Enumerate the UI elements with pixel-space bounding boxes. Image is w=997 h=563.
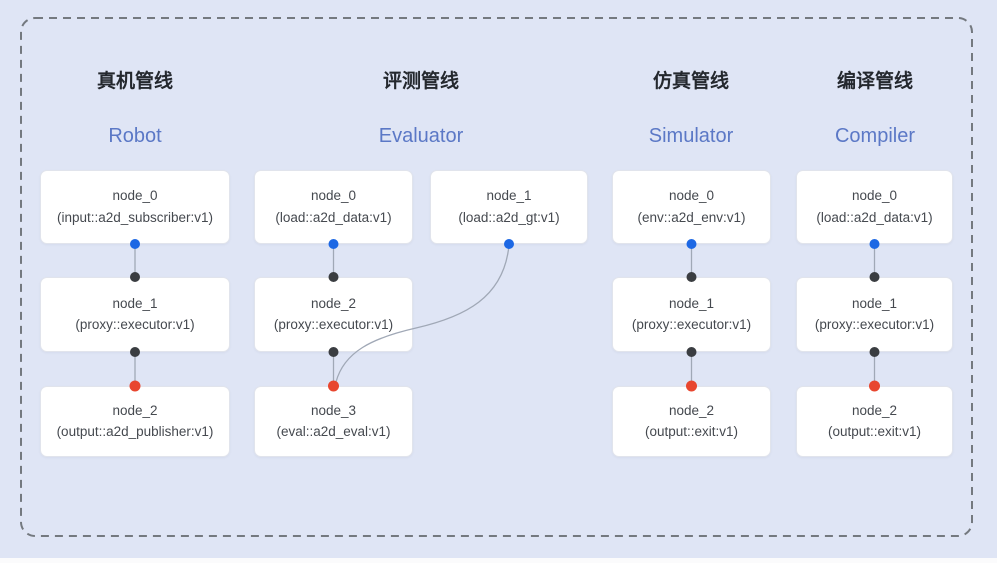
pipeline-title-simulator-en: Simulator: [648, 125, 734, 147]
node-type: (input::a2d_subscriber:v1): [56, 209, 214, 225]
node-type: (load::a2d_data:v1): [275, 209, 392, 225]
node-robot-node2: node_2 (output::a2d_publisher:v1): [40, 386, 230, 457]
pipeline-title-compiler-en: Compiler: [834, 125, 916, 147]
node-label: node_2: [668, 402, 715, 418]
node-label: node_2: [310, 295, 357, 311]
node-label: node_0: [112, 188, 158, 204]
node-type: (proxy::executor:v1): [273, 317, 394, 332]
pipeline-title-evaluator-en: Evaluator: [378, 125, 464, 147]
node-compiler-node0: node_0 (load::a2d_data:v1): [796, 170, 953, 244]
node-type: (proxy::executor:v1): [814, 317, 935, 332]
node-label: node_2: [112, 402, 158, 418]
node-label: node_0: [668, 188, 715, 204]
node-type: (load::a2d_gt:v1): [458, 209, 560, 225]
node-robot-node0: node_0 (input::a2d_subscriber:v1): [40, 170, 230, 244]
dashed-frame-rect: [20, 17, 973, 537]
node-type: (env::a2d_env:v1): [637, 209, 746, 225]
node-simulator-node2: node_2 (output::exit:v1): [612, 386, 771, 457]
node-compiler-node1: node_1 (proxy::executor:v1): [796, 277, 953, 352]
node-type: (proxy::executor:v1): [631, 317, 752, 332]
node-label: node_1: [486, 188, 532, 204]
node-robot-node1: node_1 (proxy::executor:v1): [40, 277, 230, 352]
node-type: (output::exit:v1): [644, 424, 739, 439]
node-label: node_3: [310, 402, 357, 418]
node-label: node_0: [851, 188, 898, 204]
pipeline-title-compiler-cn: 编译管线: [836, 71, 914, 92]
node-type: (proxy::executor:v1): [75, 317, 195, 332]
node-type: (output::a2d_publisher:v1): [56, 424, 214, 439]
pipeline-title-simulator-cn: 仿真管线: [652, 71, 730, 92]
pipeline-title-robot-en: Robot: [108, 125, 162, 147]
node-evaluator-node3: node_3 (eval::a2d_eval:v1): [254, 386, 413, 457]
node-simulator-node0: node_0 (env::a2d_env:v1): [612, 170, 771, 244]
node-evaluator-node2: node_2 (proxy::executor:v1): [254, 277, 413, 352]
node-label: node_1: [668, 295, 715, 311]
node-type: (load::a2d_data:v1): [816, 209, 933, 225]
node-evaluator-node0: node_0 (load::a2d_data:v1): [254, 170, 413, 244]
node-compiler-node2: node_2 (output::exit:v1): [796, 386, 953, 457]
bottom-edge-strip: [0, 558, 997, 563]
node-label: node_0: [310, 188, 357, 204]
node-type: (output::exit:v1): [827, 424, 922, 439]
node-label: node_1: [112, 295, 158, 311]
node-type: (eval::a2d_eval:v1): [276, 424, 391, 439]
pipeline-title-robot-cn: 真机管线: [96, 71, 174, 92]
pipeline-title-evaluator-cn: 评测管线: [382, 71, 460, 92]
node-label: node_2: [851, 402, 898, 418]
node-label: node_1: [851, 295, 898, 311]
node-simulator-node1: node_1 (proxy::executor:v1): [612, 277, 771, 352]
node-evaluator-node1: node_1 (load::a2d_gt:v1): [430, 170, 588, 244]
